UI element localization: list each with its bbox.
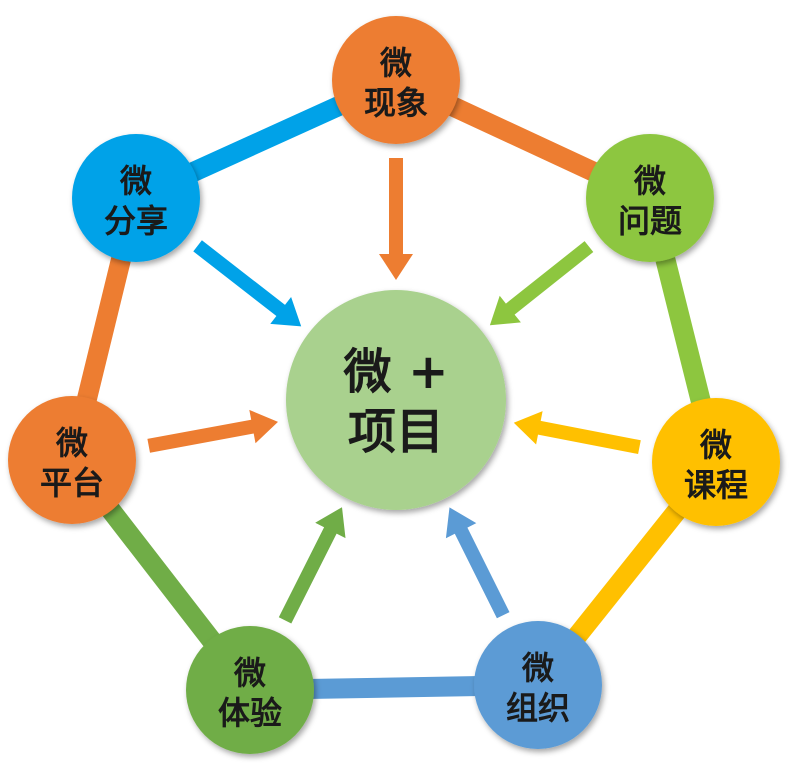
arrows bbox=[147, 158, 641, 624]
arrow-zuzhi-to-center bbox=[445, 507, 510, 619]
node-tiyan-circle bbox=[186, 626, 314, 754]
arrow-xianxiang-to-center bbox=[379, 158, 413, 280]
center-circle bbox=[286, 290, 506, 510]
center-label-line2: 项目 bbox=[348, 404, 444, 460]
node-tiyan: 微体验 bbox=[186, 626, 314, 754]
arrow-pingtai-to-center bbox=[147, 409, 278, 453]
arrow-fenxiang-to-center bbox=[193, 240, 302, 327]
node-wenti: 微问题 bbox=[586, 134, 714, 262]
node-wenti-label-line2: 问题 bbox=[618, 202, 682, 240]
node-zuzhi-label-line2: 组织 bbox=[506, 689, 570, 727]
arrow-kecheng-to-center bbox=[513, 411, 641, 454]
node-tiyan-label-line1: 微 bbox=[233, 654, 266, 692]
node-fenxiang-circle bbox=[72, 134, 200, 262]
arrow-tiyan-to-center bbox=[278, 507, 346, 624]
node-kecheng-label-line2: 课程 bbox=[684, 466, 748, 504]
node-zuzhi-circle bbox=[474, 621, 602, 749]
node-fenxiang-label-line1: 微 bbox=[119, 162, 152, 200]
center-label-line1: 微 + bbox=[343, 344, 449, 400]
node-pingtai: 微平台 bbox=[8, 396, 136, 524]
node-fenxiang: 微分享 bbox=[72, 134, 200, 262]
node-zuzhi-label-line1: 微 bbox=[521, 649, 554, 687]
node-xianxiang-label-line1: 微 bbox=[379, 44, 412, 82]
node-pingtai-circle bbox=[8, 396, 136, 524]
node-xianxiang-label-line2: 现象 bbox=[364, 84, 428, 122]
node-xianxiang-circle bbox=[332, 16, 460, 144]
node-kecheng-label-line1: 微 bbox=[699, 426, 732, 464]
node-kecheng: 微课程 bbox=[652, 398, 780, 526]
node-kecheng-circle bbox=[652, 398, 780, 526]
node-pingtai-label-line1: 微 bbox=[55, 424, 88, 462]
node-pingtai-label-line2: 平台 bbox=[40, 464, 104, 502]
center-node: 微 + 项目 bbox=[286, 290, 506, 510]
node-wenti-circle bbox=[586, 134, 714, 262]
node-tiyan-label-line2: 体验 bbox=[218, 694, 282, 732]
node-wenti-label-line1: 微 bbox=[633, 162, 666, 200]
node-zuzhi: 微组织 bbox=[474, 621, 602, 749]
arrow-wenti-to-center bbox=[489, 241, 594, 326]
node-fenxiang-label-line2: 分享 bbox=[104, 202, 168, 240]
node-xianxiang: 微现象 bbox=[332, 16, 460, 144]
